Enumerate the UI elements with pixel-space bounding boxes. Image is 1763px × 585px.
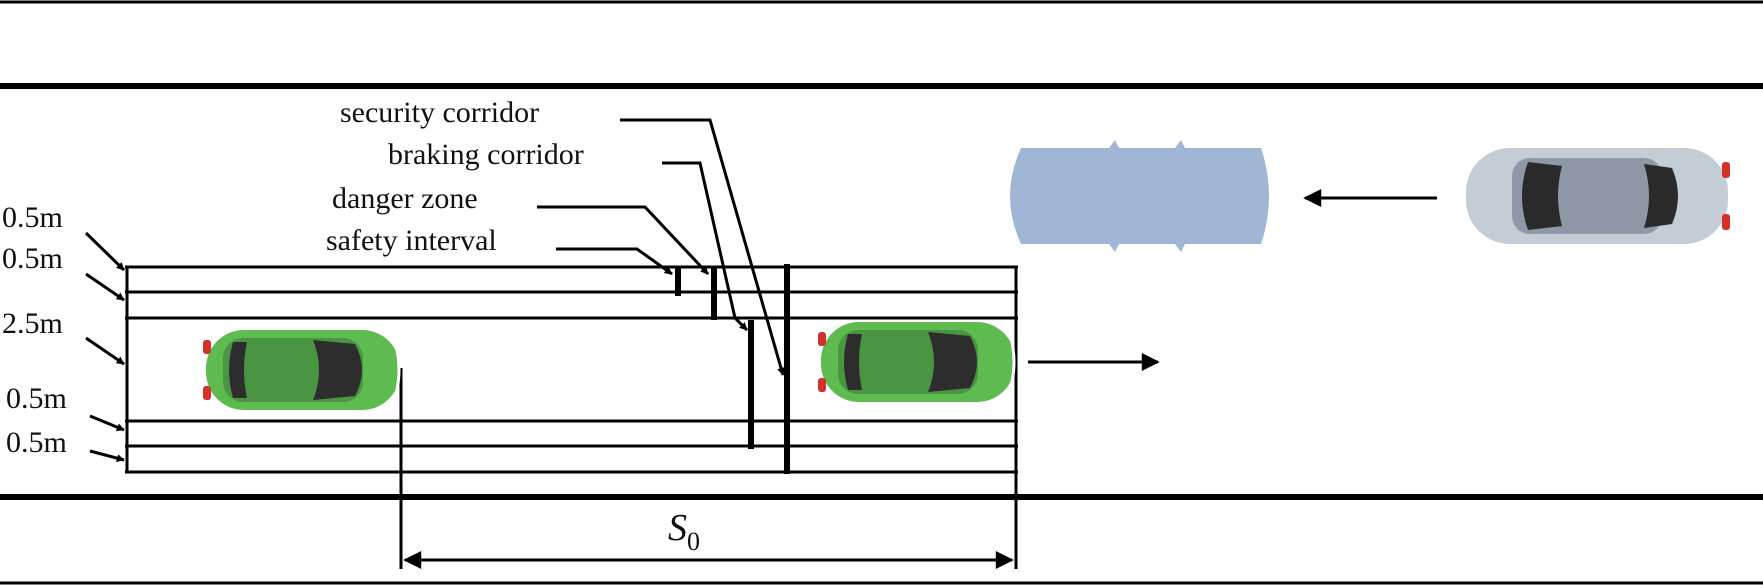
safety-interval-label: safety interval <box>326 224 497 257</box>
width-labels: 0.5m 0.5m 2.5m 0.5m 0.5m <box>2 201 126 463</box>
width-label-bottom-1: 0.5m <box>6 382 67 415</box>
danger-zone-label: danger zone <box>332 182 478 215</box>
width-label-bottom-2: 0.5m <box>6 426 67 459</box>
braking-corridor-leader <box>662 161 749 332</box>
distance-subscript: 0 <box>687 527 700 556</box>
width-arrow-lane <box>85 336 125 366</box>
corridor-bands <box>125 265 1018 474</box>
ghost-car <box>1010 140 1269 252</box>
callouts: security corridor braking corridor dange… <box>326 96 785 376</box>
width-arrow-top-2 <box>85 272 125 302</box>
width-label-top-2: 0.5m <box>2 242 63 275</box>
distance-label: S0 <box>668 507 700 556</box>
car-top-view-icon <box>203 330 401 410</box>
car-top-view-icon <box>818 322 1016 402</box>
danger-zone-leader <box>537 205 710 276</box>
ghost-car-icon <box>1010 140 1269 252</box>
braking-corridor-label: braking corridor <box>388 138 584 171</box>
safety-interval-leader <box>556 247 673 276</box>
security-corridor-label: security corridor <box>340 96 539 129</box>
distance-dimension: S0 <box>399 318 1018 569</box>
zone-boundaries <box>675 264 790 474</box>
width-label-top-1: 0.5m <box>2 201 63 234</box>
width-label-lane: 2.5m <box>2 307 63 340</box>
width-arrow-bottom-1 <box>89 414 125 432</box>
width-arrow-bottom-2 <box>89 449 125 463</box>
distance-symbol: S <box>668 507 687 549</box>
car-top-view-icon <box>1466 148 1730 244</box>
oncoming-car <box>1466 148 1730 244</box>
width-arrow-top-1 <box>84 231 126 272</box>
ego-car-front <box>818 322 1016 402</box>
security-corridor-leader <box>620 118 785 376</box>
ego-car-rear <box>203 330 401 410</box>
